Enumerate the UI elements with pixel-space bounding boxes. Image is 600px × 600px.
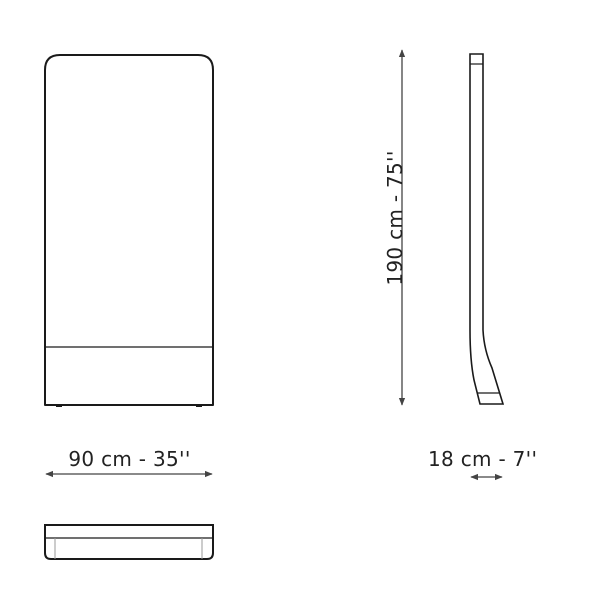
width-label: 90 cm - 35'' (68, 447, 191, 471)
height-label: 190 cm - 75'' (383, 150, 407, 286)
top-view (44, 524, 214, 560)
depth-label: 18 cm - 7'' (428, 447, 538, 471)
side-view (469, 53, 505, 405)
front-view (44, 54, 214, 407)
